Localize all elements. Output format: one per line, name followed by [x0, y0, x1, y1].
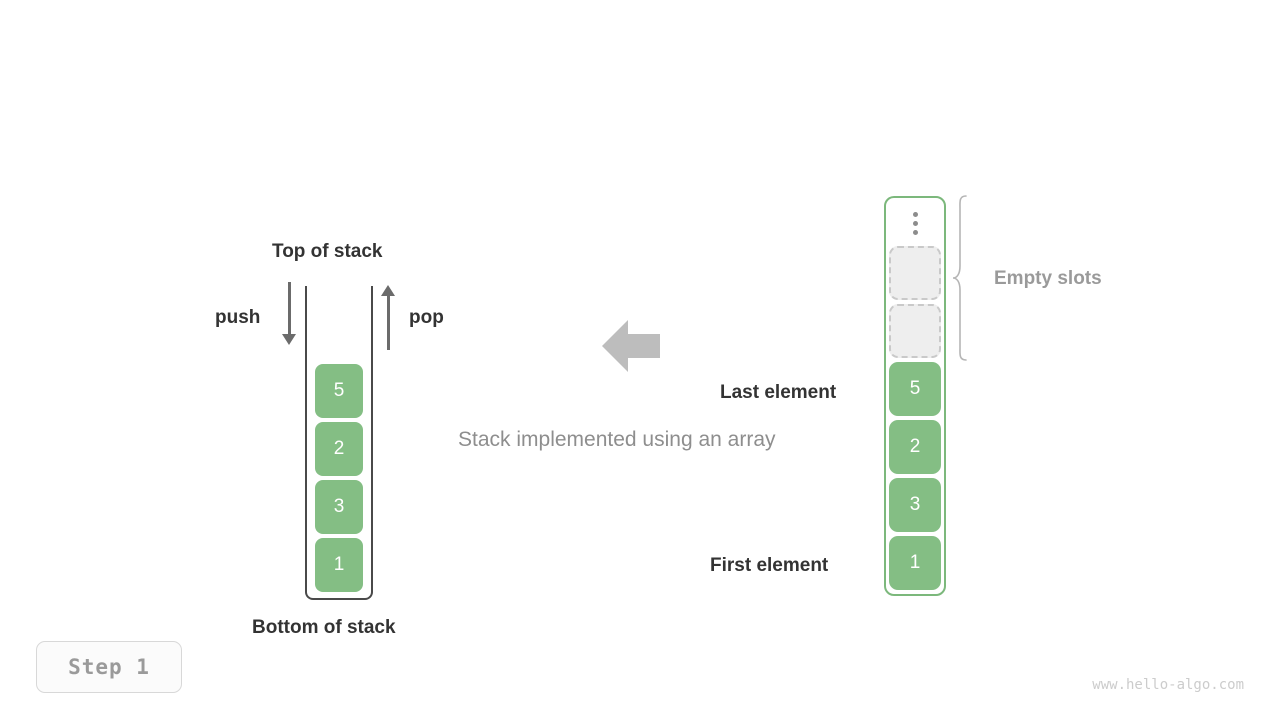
stack-cell: 3: [315, 480, 363, 534]
diagram-caption: Stack implemented using an array: [458, 428, 776, 451]
push-arrow-head: [282, 334, 296, 345]
pop-arrow-line: [387, 296, 390, 350]
stack-cell: 5: [315, 364, 363, 418]
empty-slots-brace: [952, 194, 974, 362]
array-cell: 3: [889, 478, 941, 532]
pop-label: pop: [409, 307, 444, 328]
array-cell-list: 5 2 3 1: [886, 246, 944, 590]
push-arrow-line: [288, 282, 291, 336]
array-cell-empty: [889, 304, 941, 358]
step-badge: Step 1: [36, 641, 182, 693]
array-cell-empty: [889, 246, 941, 300]
empty-slots-label: Empty slots: [994, 268, 1102, 289]
watermark: www.hello-algo.com: [1092, 677, 1244, 693]
array-cell: 2: [889, 420, 941, 474]
stack-container: 5 2 3 1: [305, 286, 373, 600]
last-element-label: Last element: [720, 382, 837, 403]
top-of-stack-label: Top of stack: [272, 241, 383, 262]
stack-cell-list: 5 2 3 1: [307, 364, 371, 592]
array-container: 5 2 3 1: [884, 196, 946, 596]
first-element-label: First element: [710, 555, 829, 576]
vertical-ellipsis-icon: [886, 212, 944, 235]
arrow-left-icon: [602, 320, 660, 372]
array-cell: 5: [889, 362, 941, 416]
bottom-of-stack-label: Bottom of stack: [252, 617, 396, 638]
pop-arrow-head: [381, 285, 395, 296]
push-label: push: [215, 307, 261, 328]
array-cell: 1: [889, 536, 941, 590]
stack-cell: 2: [315, 422, 363, 476]
stack-cell: 1: [315, 538, 363, 592]
